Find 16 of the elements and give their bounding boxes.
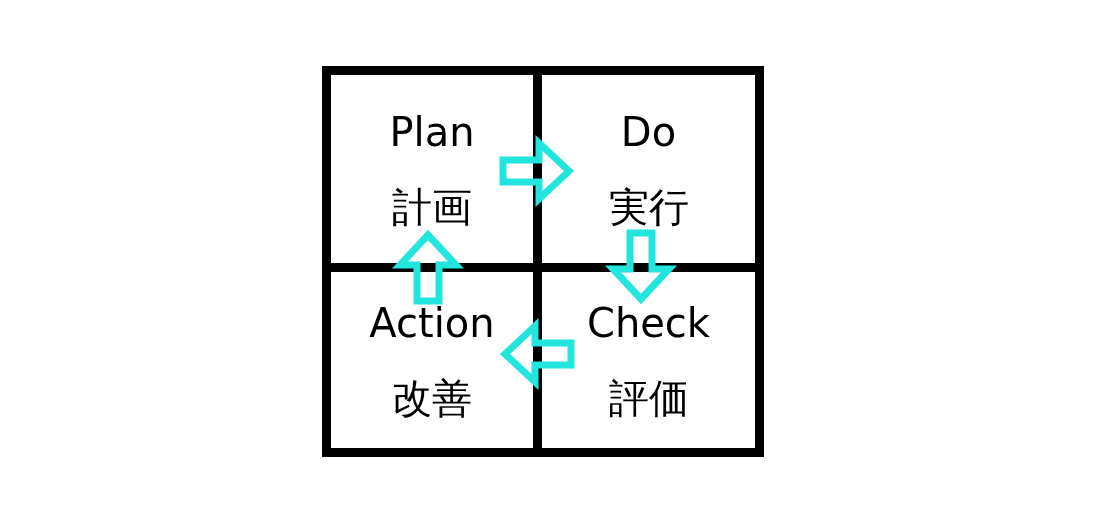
quadrant-box: [537, 66, 764, 267]
phase-label: Action: [369, 299, 495, 346]
phase-label: Check: [586, 299, 710, 346]
block-arrow: [499, 134, 575, 208]
block-arrow: [391, 229, 465, 305]
japanese-label: 実行: [608, 183, 689, 230]
block-arrow: [604, 229, 678, 305]
phase-label: Do: [620, 108, 677, 155]
phase-label: Plan: [389, 108, 475, 155]
japanese-label: 改善: [392, 374, 472, 421]
block-arrow: [499, 317, 575, 391]
quadrant-box: [322, 267, 537, 457]
quadrant-box: [537, 267, 764, 457]
japanese-label: 評価: [608, 374, 689, 421]
quadrant-box: [322, 66, 537, 267]
japanese-label: 計画: [392, 183, 472, 230]
